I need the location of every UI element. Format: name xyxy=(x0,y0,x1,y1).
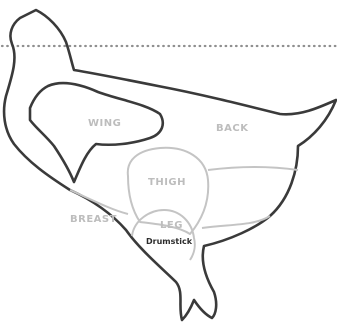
breast-label: BREAST xyxy=(70,214,117,225)
breast-divider xyxy=(70,190,128,214)
leg-outline xyxy=(132,210,195,260)
wing-outline xyxy=(30,83,163,182)
chicken-body-outline xyxy=(4,10,336,320)
leg-label: LEG xyxy=(160,220,183,231)
back-divider-upper xyxy=(208,167,298,170)
back-label: BACK xyxy=(216,123,249,134)
thigh-label: THIGH xyxy=(148,177,186,188)
wing-label: WING xyxy=(88,118,121,129)
drumstick-label: Drumstick xyxy=(146,237,193,246)
